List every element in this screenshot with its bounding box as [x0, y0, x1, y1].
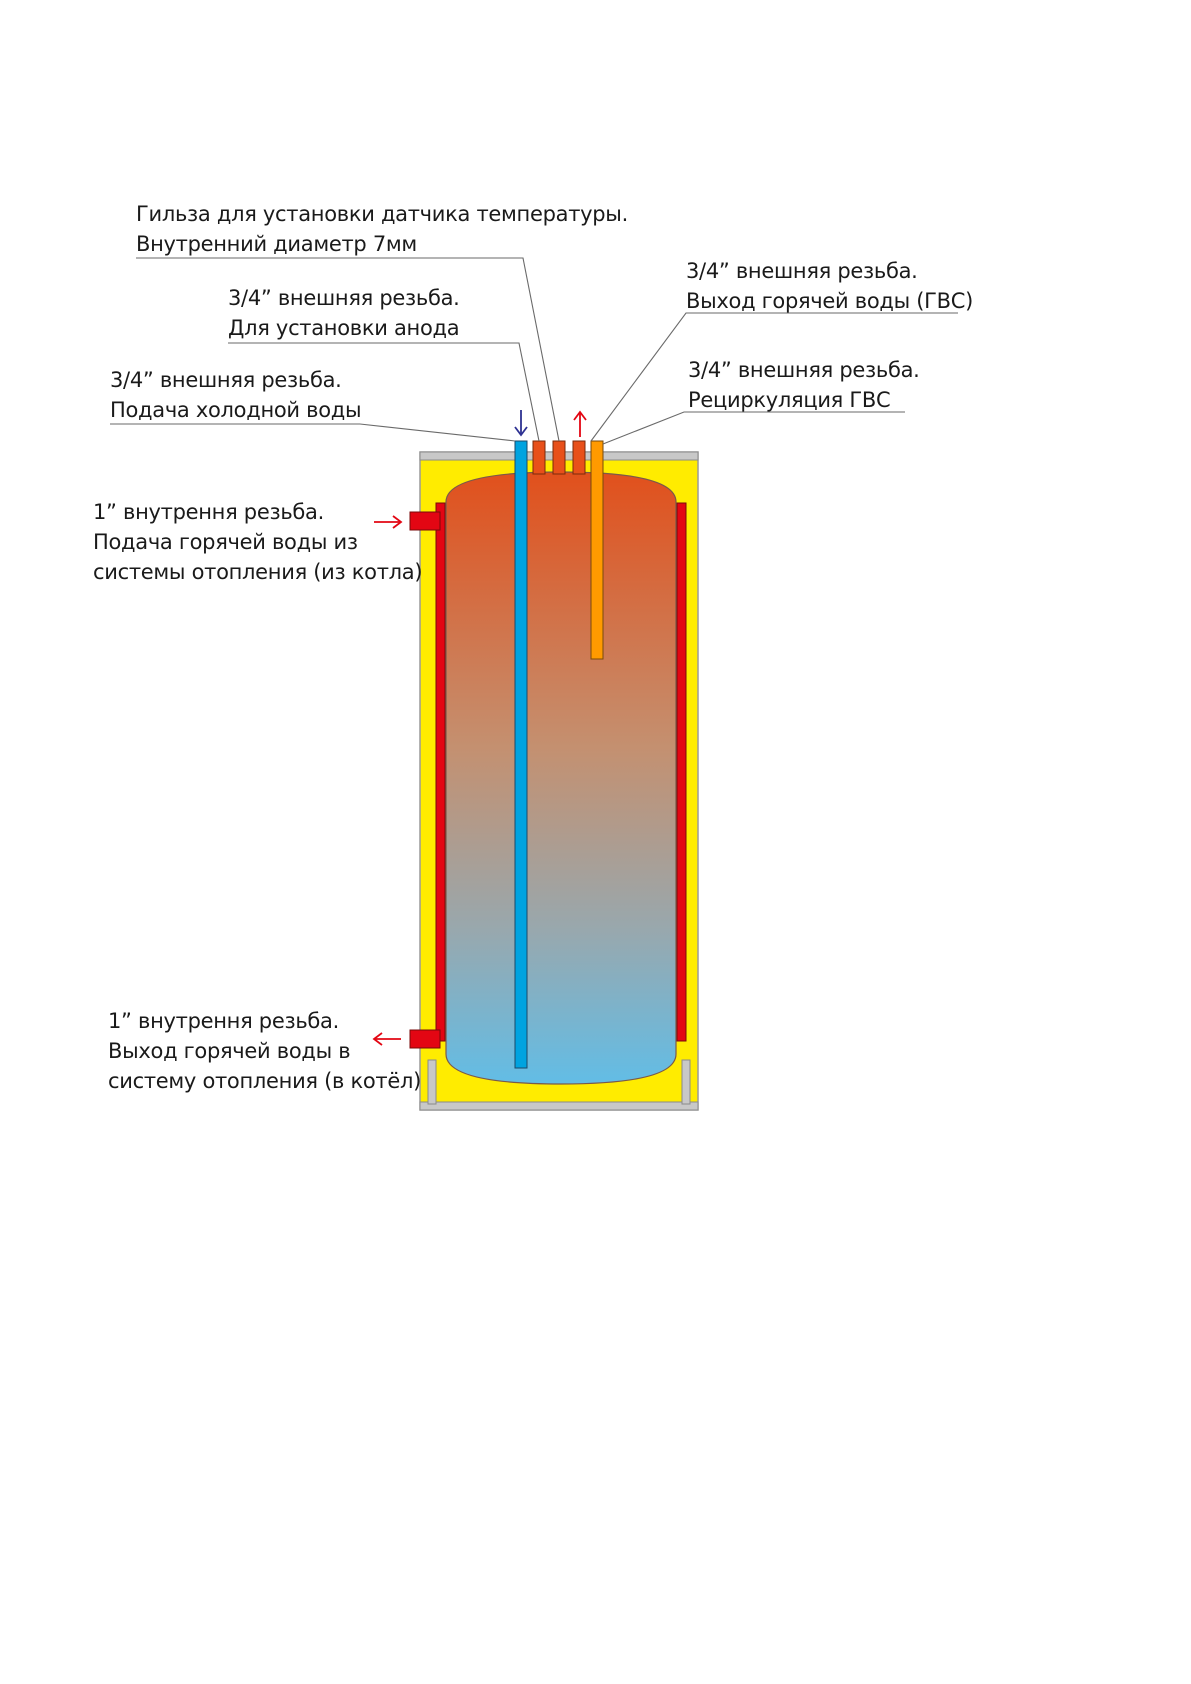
sensor-sleeve-fitting — [552, 440, 566, 475]
heating-return-arrow-icon — [372, 1032, 401, 1046]
heating-supply-connection — [409, 511, 441, 531]
label-anode: 3/4” внешняя резьба. Для установки анода — [228, 283, 460, 343]
label-heating-return-line2: Выход горячей воды в — [108, 1039, 351, 1063]
water-tank — [445, 471, 677, 1085]
label-sensor-sleeve: Гильза для установки датчика температуры… — [136, 199, 628, 259]
right-base-foot — [681, 1059, 691, 1105]
label-heating-supply-line1: 1” внутрення резьба. — [93, 500, 324, 524]
anode-fitting — [532, 440, 546, 475]
label-anode-line1: 3/4” внешняя резьба. — [228, 286, 460, 310]
heating-return-connection — [409, 1029, 441, 1049]
hot-water-pipe — [590, 440, 604, 660]
label-cold-inlet-line2: Подача холодной воды — [110, 398, 362, 422]
cold-water-pipe — [514, 440, 528, 1069]
label-cold-inlet: 3/4” внешняя резьба. Подача холодной вод… — [110, 365, 362, 425]
label-recirculation-line1: 3/4” внешняя резьба. — [688, 358, 920, 382]
label-anode-line2: Для установки анода — [228, 316, 460, 340]
leader-sensor — [136, 257, 560, 442]
leader-cold-inlet — [110, 423, 516, 442]
label-heating-return: 1” внутрення резьба. Выход горячей воды … — [108, 1006, 421, 1096]
label-heating-return-line1: 1” внутрення резьба. — [108, 1009, 339, 1033]
heating-supply-arrow-icon — [374, 515, 403, 529]
recirculation-fitting — [572, 440, 586, 475]
bottom-cover-plate — [419, 1101, 699, 1111]
heating-jacket-right — [676, 502, 687, 1042]
label-sensor-line2: Внутренний диаметр 7мм — [136, 232, 417, 256]
leader-recirculation — [602, 411, 905, 445]
cold-inlet-arrow-icon — [514, 410, 528, 437]
label-hot-outlet-line2: Выход горячей воды (ГВС) — [686, 289, 974, 313]
leader-lines — [110, 257, 958, 445]
heating-jacket-left — [435, 502, 446, 1042]
label-recirculation-line2: Рециркуляция ГВС — [688, 388, 891, 412]
label-heating-supply: 1” внутрення резьба. Подача горячей воды… — [93, 497, 423, 587]
leader-hot-outlet — [590, 312, 958, 442]
left-base-foot — [427, 1059, 437, 1105]
label-hot-outlet: 3/4” внешняя резьба. Выход горячей воды … — [686, 256, 973, 316]
label-heating-supply-line3: системы отопления (из котла) — [93, 560, 423, 584]
label-recirculation: 3/4” внешняя резьба. Рециркуляция ГВС — [688, 355, 920, 415]
label-heating-return-line3: систему отопления (в котёл) — [108, 1069, 421, 1093]
leader-anode — [228, 342, 540, 442]
hot-outlet-arrow-icon — [573, 410, 587, 437]
label-sensor-line1: Гильза для установки датчика температуры… — [136, 202, 628, 226]
label-hot-outlet-line1: 3/4” внешняя резьба. — [686, 259, 918, 283]
label-heating-supply-line2: Подача горячей воды из — [93, 530, 358, 554]
label-cold-inlet-line1: 3/4” внешняя резьба. — [110, 368, 342, 392]
